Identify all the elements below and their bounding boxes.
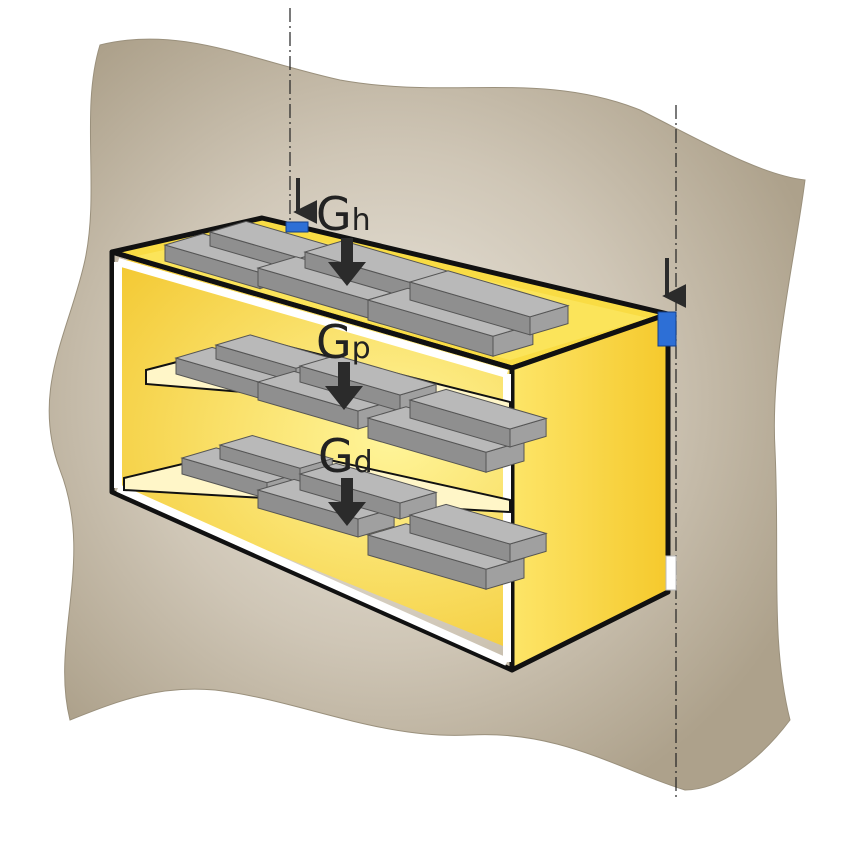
tray: [408, 503, 548, 563]
tray-top: [408, 270, 570, 318]
tray: [366, 406, 526, 473]
tray-top: [408, 388, 548, 430]
tray-top: [298, 354, 438, 396]
bracket-lower-right: [665, 555, 677, 591]
down-arrow-icon: [328, 478, 366, 526]
tray: [408, 388, 548, 448]
tray: [298, 462, 438, 520]
trays: [163, 220, 570, 590]
down-arrow-icon: [328, 238, 366, 286]
load-label-gh: Gh: [316, 187, 371, 241]
tray: [408, 270, 570, 336]
load-label-gd: Gd: [318, 429, 373, 483]
small-arrows: [293, 178, 687, 308]
tray-top: [298, 462, 438, 504]
down-arrow-icon: [325, 362, 363, 410]
load-label-gp: Gp: [316, 315, 371, 369]
cabinet-front-edges: [114, 258, 511, 666]
tray-top: [408, 503, 548, 545]
cabinet-front-frame: [109, 249, 515, 673]
bracket-icon-right: [657, 311, 677, 347]
load-arrows: [325, 238, 366, 526]
tray-top: [218, 434, 335, 469]
bracket-icon-left: [285, 221, 309, 233]
